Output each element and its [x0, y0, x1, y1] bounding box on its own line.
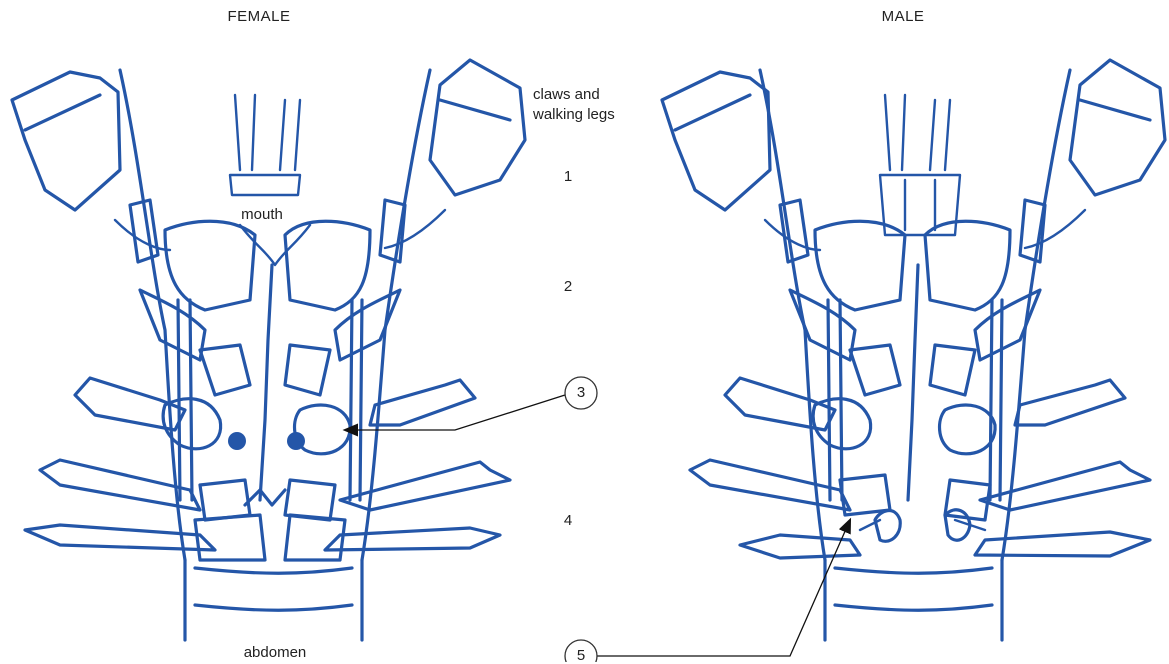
leg-number-1: 1 [564, 168, 572, 186]
callout-3-number: 3 [566, 384, 596, 401]
female-title: FEMALE [227, 8, 290, 26]
legs-header-line2: walking legs [533, 106, 615, 124]
male-crayfish-drawing [662, 60, 1165, 640]
legs-header-line1: claws and [533, 86, 600, 104]
female-crayfish-drawing [12, 60, 525, 640]
abdomen-label: abdomen [244, 644, 307, 662]
callout-5-pointer [565, 520, 850, 662]
leg-number-4: 4 [564, 512, 572, 530]
leg-number-2: 2 [564, 278, 572, 296]
callout-5-number: 5 [566, 647, 596, 664]
male-title: MALE [882, 8, 925, 26]
mouth-label: mouth [241, 206, 283, 224]
